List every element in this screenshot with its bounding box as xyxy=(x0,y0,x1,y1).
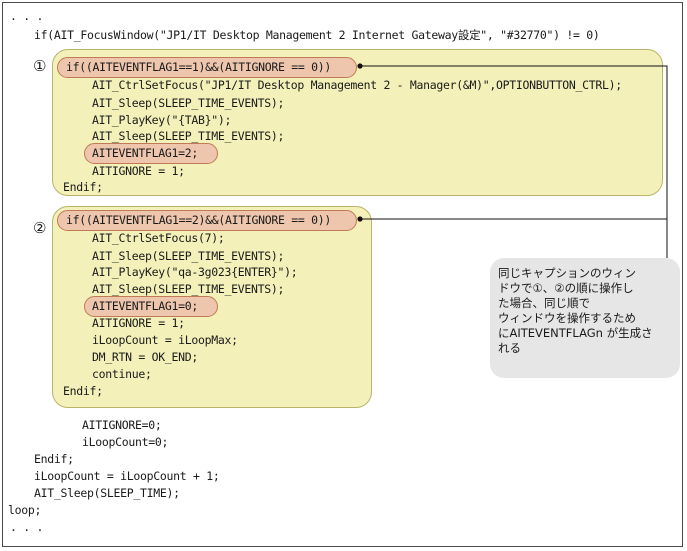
code-line-b2-7: iLoopCount = iLoopMax; xyxy=(92,333,238,347)
marker-2: ② xyxy=(33,219,47,237)
code-line-b2-2: AIT_Sleep(SLEEP_TIME_EVENTS); xyxy=(92,249,285,263)
code-line-b1-5: AITEVENTFLAG1=2; xyxy=(92,146,198,160)
code-line-endif: Endif; xyxy=(34,452,74,466)
code-line-sleep: AIT_Sleep(SLEEP_TIME); xyxy=(34,486,180,500)
code-line-b1-if: if((AITEVENTFLAG1==1)&&(AITIGNORE == 0)) xyxy=(66,60,331,74)
code-line-ellipsis-bottom: . . . xyxy=(10,520,44,534)
code-line-b2-if: if((AITEVENTFLAG1==2)&&(AITIGNORE == 0)) xyxy=(66,213,331,227)
code-line-b1-4: AIT_Sleep(SLEEP_TIME_EVENTS); xyxy=(92,129,285,143)
explanation-text: 同じキャプションのウィン ドウで①、②の順に操作し た場合、同じ順で ウィンドウ… xyxy=(498,266,653,355)
highlight-flag-set-2 xyxy=(84,143,218,164)
code-line-b1-2: AIT_Sleep(SLEEP_TIME_EVENTS); xyxy=(92,96,285,110)
explanation-callout: 同じキャプションのウィン ドウで①、②の順に操作し た場合、同じ順で ウィンドウ… xyxy=(490,258,680,378)
code-line-b2-3: AIT_PlayKey("qa-3g023{ENTER}"); xyxy=(92,265,298,279)
code-line-b2-8: DM_RTN = OK_END; xyxy=(92,350,198,364)
code-line-loop: loop; xyxy=(8,503,42,517)
highlight-flag-set-0 xyxy=(84,296,218,317)
code-line-b1-end: Endif; xyxy=(63,180,103,194)
code-line-b2-5: AITEVENTFLAG1=0; xyxy=(92,299,198,313)
code-line-b1-3: AIT_PlayKey("{TAB}"); xyxy=(92,113,232,127)
code-line-b2-6: AITIGNORE = 1; xyxy=(92,316,185,330)
code-line-b2-9: continue; xyxy=(92,367,152,381)
code-line-b2-4: AIT_Sleep(SLEEP_TIME_EVENTS); xyxy=(92,282,285,296)
code-line-ellipsis-top: . . . xyxy=(10,9,44,23)
highlight-block-1-condition xyxy=(57,57,357,78)
code-line-increment: iLoopCount = iLoopCount + 1; xyxy=(34,469,220,483)
code-line-reset-loopcount: iLoopCount=0; xyxy=(82,435,169,449)
marker-1: ① xyxy=(33,57,47,75)
code-line-focuswindow: if(AIT_FocusWindow("JP1/IT Desktop Manag… xyxy=(34,28,600,42)
code-line-reset-ignore: AITIGNORE=0; xyxy=(82,418,162,432)
code-line-b2-end: Endif; xyxy=(63,384,103,398)
code-line-b1-1: AIT_CtrlSetFocus("JP1/IT Desktop Managem… xyxy=(92,78,622,92)
code-line-b1-6: AITIGNORE = 1; xyxy=(92,164,185,178)
code-line-b2-1: AIT_CtrlSetFocus(7); xyxy=(92,231,225,245)
highlight-block-2-condition xyxy=(57,210,357,231)
